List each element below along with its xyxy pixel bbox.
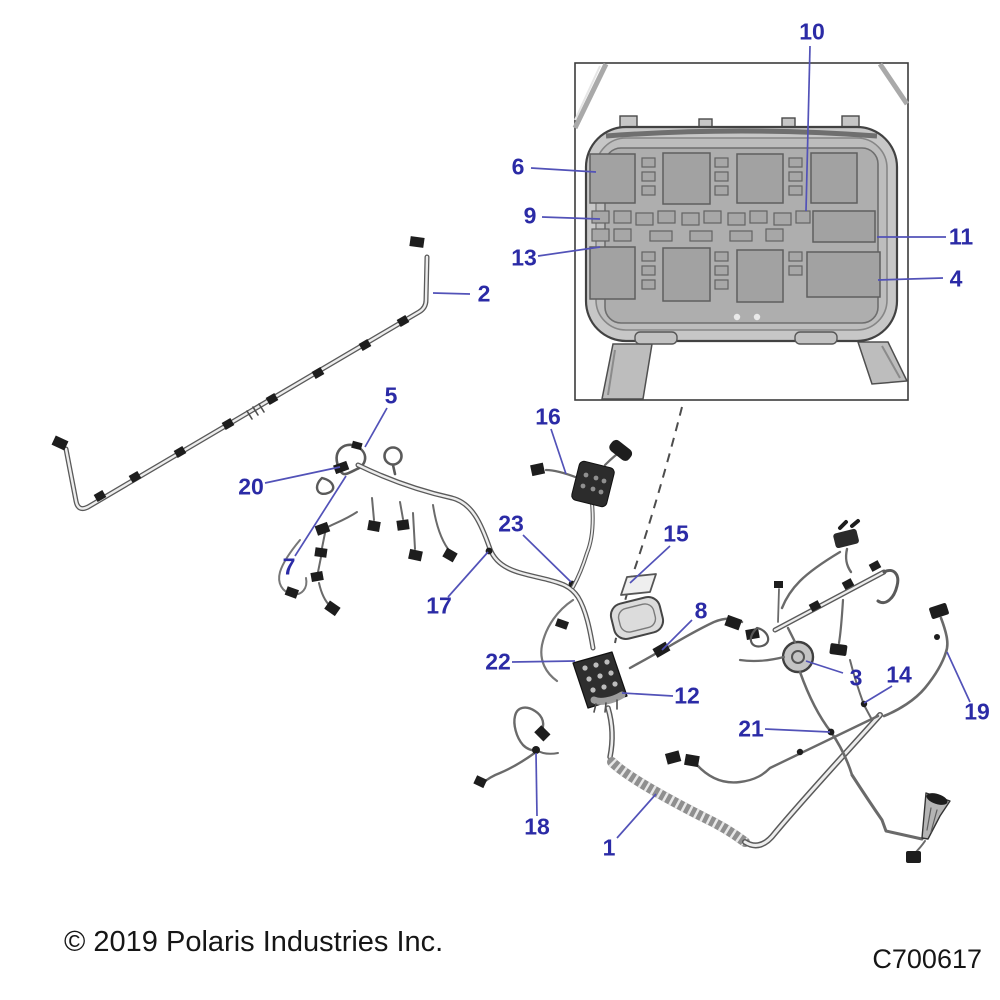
- callout-8: 8: [694, 597, 708, 624]
- callout-16: 16: [535, 403, 561, 430]
- harness-artwork: [51, 236, 951, 863]
- wire-19: [882, 603, 949, 718]
- callout-leader-lines: [264, 45, 971, 839]
- leader-line-16: [550, 428, 567, 475]
- callout-9: 9: [523, 202, 537, 229]
- leader-line-5: [364, 407, 388, 448]
- callout-19: 19: [964, 698, 990, 725]
- leader-line-18: [535, 752, 538, 817]
- leader-line-19: [946, 651, 971, 703]
- leader-line-6: [530, 167, 597, 173]
- leader-line-1: [616, 793, 657, 839]
- relay-block-22: [572, 651, 628, 713]
- callout-17: 17: [426, 592, 452, 619]
- callout-22: 22: [485, 648, 511, 675]
- leader-line-3: [805, 660, 844, 674]
- leader-line-23: [522, 534, 572, 583]
- callout-3: 3: [849, 664, 863, 691]
- leader-line-17: [447, 551, 489, 598]
- callout-13: 13: [511, 244, 537, 271]
- leader-line-15: [629, 545, 671, 584]
- callout-12: 12: [674, 682, 700, 709]
- callout-15: 15: [663, 520, 689, 547]
- plate-15-and-module: [609, 573, 665, 640]
- leader-line-13: [537, 246, 601, 257]
- leader-line-8: [661, 619, 693, 651]
- callout-21: 21: [738, 715, 764, 742]
- branch-connectors-7: [278, 497, 458, 617]
- callout-10: 10: [799, 18, 825, 45]
- leader-line-22: [511, 660, 576, 663]
- callout-2: 2: [477, 280, 491, 307]
- leader-line-9: [541, 216, 601, 220]
- leader-line-2: [432, 292, 471, 295]
- inset-detail-box: [572, 62, 910, 401]
- branch-18: [473, 706, 559, 789]
- leader-line-10: [805, 45, 811, 212]
- leader-line-20: [264, 466, 341, 484]
- callout-14: 14: [886, 661, 912, 688]
- leader-line-21: [764, 728, 831, 733]
- leader-line-12: [621, 692, 674, 697]
- connector-assembly-16: [530, 439, 633, 589]
- cable-2: [51, 236, 430, 511]
- callout-11: 11: [948, 223, 974, 250]
- callout-7: 7: [282, 553, 296, 580]
- drawing-code-text: C700617: [872, 944, 982, 974]
- main-trunk-lower: [605, 705, 951, 863]
- copyright-text: © 2019 Polaris Industries Inc.: [64, 926, 444, 958]
- engine-cluster-3: [724, 519, 900, 777]
- callout-18: 18: [524, 813, 550, 840]
- callout-6: 6: [511, 153, 525, 180]
- harness-main-trunk: [355, 462, 596, 683]
- callout-4: 4: [949, 265, 963, 292]
- callout-23: 23: [498, 510, 524, 537]
- callout-1: 1: [602, 834, 616, 861]
- leader-line-7: [294, 475, 347, 557]
- leader-line-4: [877, 277, 944, 281]
- callout-5: 5: [384, 382, 398, 409]
- harness-center-cluster: [315, 440, 403, 496]
- fuse-box-illustration: [584, 115, 909, 400]
- callout-20: 20: [238, 473, 264, 500]
- leader-line-14: [863, 685, 893, 704]
